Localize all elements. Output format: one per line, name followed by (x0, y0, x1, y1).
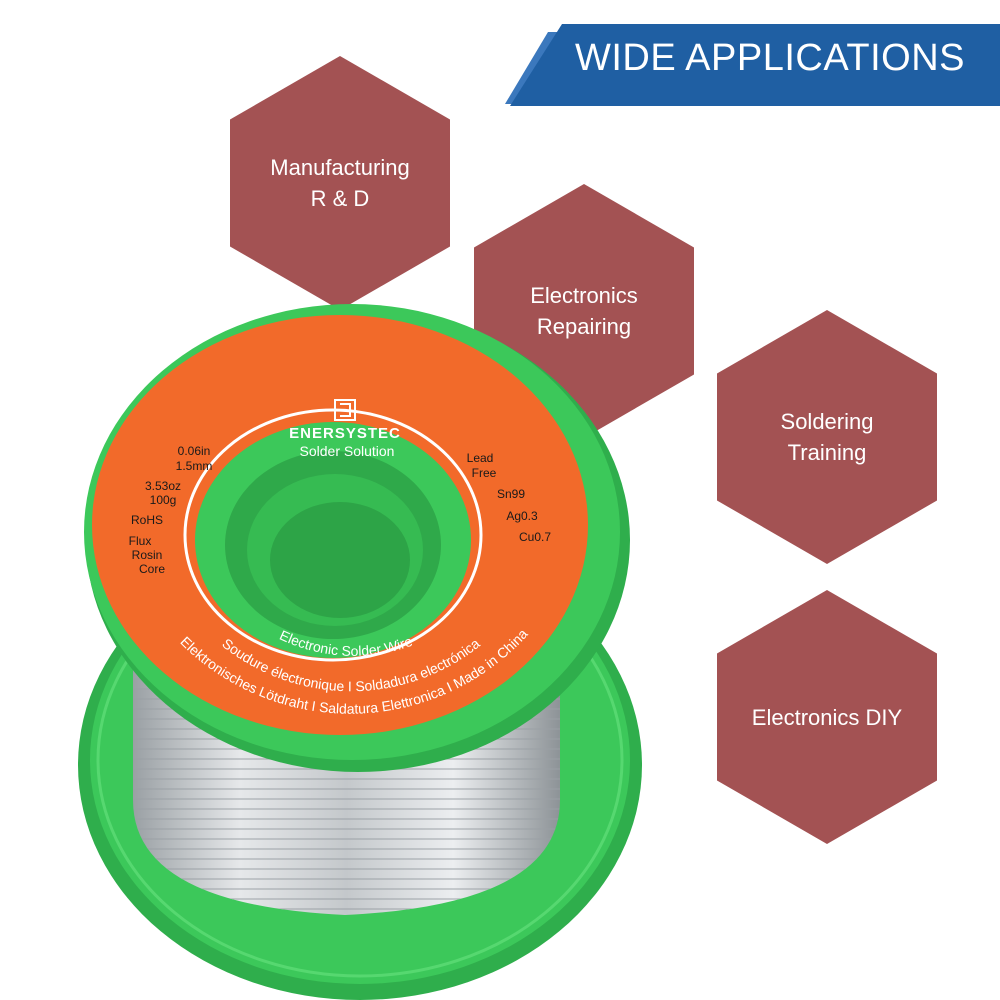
hub-hole-shadow (270, 502, 410, 618)
spec-lead: Lead (467, 451, 494, 465)
spec-flux: Flux (129, 534, 152, 548)
spec-core: Core (139, 562, 165, 576)
hexagon-label: Manufacturing R & D (270, 155, 410, 211)
spec-sn: Sn99 (497, 487, 525, 501)
hexagon-label: Electronics DIY (751, 704, 903, 730)
label-divider-ring (183, 408, 483, 662)
spec-weight-oz: 3.53oz (145, 479, 181, 493)
banner-background (510, 24, 1000, 106)
hexagon-label: Electronics Repairing (530, 283, 638, 339)
banner-title: WIDE APPLICATIONS (575, 36, 965, 79)
brand-name: ENERSYSTEC (289, 425, 401, 442)
spec-diameter-in: 0.06in (178, 444, 211, 458)
hexagon-label: Soldering Training (780, 409, 874, 465)
banner (505, 24, 1000, 106)
spec-rohs: RoHS (131, 513, 163, 527)
spec-cu: Cu0.7 (519, 530, 551, 544)
spec-weight-g: 100g (150, 493, 177, 507)
spec-rosin: Rosin (132, 548, 163, 562)
brand-subtitle: Solder Solution (300, 443, 395, 459)
brand-logo-icon (334, 399, 356, 421)
spec-ag: Ag0.3 (506, 509, 538, 523)
spec-free: Free (472, 466, 497, 480)
spec-diameter-mm: 1.5mm (176, 459, 213, 473)
